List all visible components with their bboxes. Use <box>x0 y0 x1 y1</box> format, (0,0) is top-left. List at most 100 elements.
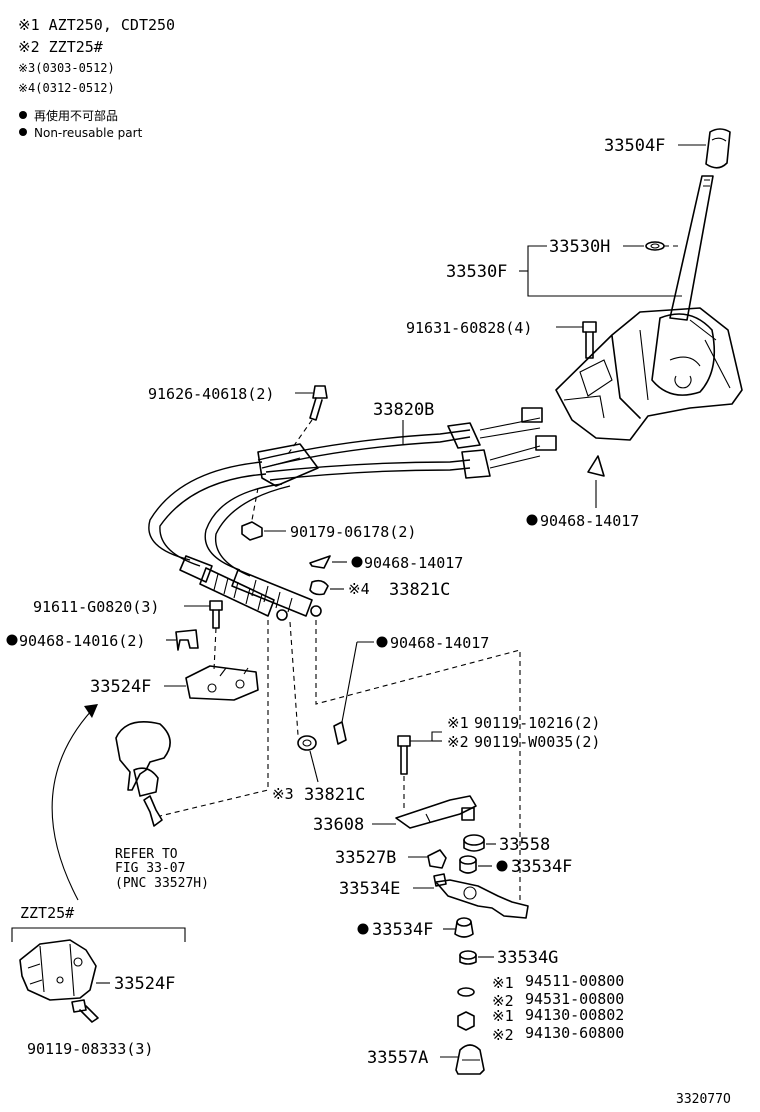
bracket-33524F-drawing <box>185 665 259 701</box>
label-33504F: 33504F <box>604 136 665 156</box>
figure-id: 332077O <box>676 1092 731 1107</box>
mark-2c: ※2 <box>492 1026 514 1044</box>
label-90468-c: 90468-14016(2) <box>19 632 145 650</box>
bolt-91611-drawing <box>209 600 223 629</box>
nut-94130-drawing <box>457 1011 475 1031</box>
note-2: ※2 ZZT25# <box>18 38 103 56</box>
washer-drawing <box>457 987 475 997</box>
label-33530F: 33530F <box>446 262 507 282</box>
leader-line <box>341 641 358 723</box>
mark-1a: ※1 <box>447 714 469 732</box>
assembly-dash <box>213 627 217 671</box>
legend-en: Non-reusable part <box>34 126 143 140</box>
reference-part-33527H-drawing <box>115 721 171 827</box>
non-reusable-dot-icon <box>496 860 508 872</box>
boot-33557A-drawing <box>455 1044 485 1075</box>
non-reusable-dot-icon <box>351 556 363 568</box>
label-91626: 91626-40618(2) <box>148 385 274 403</box>
clip-90468-mid-drawing <box>309 555 331 569</box>
label-33608: 33608 <box>313 815 364 835</box>
clip-90468-drawing <box>587 455 605 477</box>
bushing-33530H-drawing <box>645 241 665 251</box>
label-33821C-a: 33821C <box>389 580 450 600</box>
label-94531: 94531-00800 <box>525 990 624 1008</box>
label-33557A: 33557A <box>367 1048 428 1068</box>
nut-90179-drawing <box>241 521 263 541</box>
label-90468-d: 90468-14017 <box>390 634 489 652</box>
label-33820B: 33820B <box>373 400 434 420</box>
label-90468-b: 90468-14017 <box>364 554 463 572</box>
leader-line <box>309 750 319 783</box>
label-33534G: 33534G <box>497 948 558 968</box>
legend-dot-icon <box>19 128 27 136</box>
label-90468-a: 90468-14017 <box>540 512 639 530</box>
shift-knob-drawing <box>705 128 731 169</box>
leader-dash <box>287 419 313 455</box>
non-reusable-dot-icon <box>376 636 388 648</box>
note-3: ※3(0303-0512) <box>18 61 115 75</box>
non-reusable-dot-icon <box>357 923 369 935</box>
label-33524F-b: 33524F <box>114 974 175 994</box>
zzt-arrow <box>51 709 93 901</box>
note-1: ※1 AZT250, CDT250 <box>18 16 175 34</box>
mark-2b: ※2 <box>492 992 514 1010</box>
inset-bracket <box>11 927 186 942</box>
bushing-33534F-lower-drawing <box>454 917 474 938</box>
label-33534F-b: 33534F <box>372 920 433 940</box>
legend-dot-icon <box>19 111 27 119</box>
label-90119-b: 90119-W0035(2) <box>474 733 600 751</box>
label-94130-b: 94130-60800 <box>525 1024 624 1042</box>
label-90119-c: 90119-08333(3) <box>27 1040 153 1058</box>
shift-lever-drawing <box>669 175 714 321</box>
mark-1c: ※1 <box>492 1007 514 1025</box>
mark-1b: ※1 <box>492 974 514 992</box>
ref-line-2: FIG 33-07 <box>115 861 185 876</box>
lever-33534E-drawing <box>433 873 529 919</box>
inset-title: ZZT25# <box>20 904 74 922</box>
assembly-dash <box>289 621 299 736</box>
label-33534F-a: 33534F <box>511 857 572 877</box>
label-33821C-b: 33821C <box>304 785 365 805</box>
bolt-90119-zzt-drawing <box>71 999 99 1023</box>
non-reusable-dot-icon <box>526 514 538 526</box>
label-90179: 90179-06178(2) <box>290 523 416 541</box>
mark-2a: ※2 <box>447 733 469 751</box>
assembly-dash <box>315 620 521 900</box>
label-94511: 94511-00800 <box>525 972 624 990</box>
part-33534G-drawing <box>459 950 477 965</box>
label-91631: 91631-60828(4) <box>406 319 532 337</box>
assembly-dash <box>159 620 269 817</box>
label-33524F-a: 33524F <box>90 677 151 697</box>
leader-line <box>410 731 442 742</box>
part-33527B-drawing <box>427 849 447 869</box>
bolt-90119-drawing <box>397 735 411 775</box>
label-33558: 33558 <box>499 835 550 855</box>
bolt-91626-drawing <box>309 385 328 421</box>
bushing-33558-drawing <box>463 834 485 852</box>
legend-jp: 再使用不可部品 <box>34 108 118 123</box>
clip-90468-14016-drawing <box>175 629 199 651</box>
clip-90468-lower-drawing <box>333 721 347 745</box>
bushing-33534F-drawing <box>459 855 477 874</box>
control-cable-drawing <box>148 407 557 621</box>
ref-line-3: (PNC 33527H) <box>115 876 209 891</box>
shift-lever-housing-drawing <box>555 307 743 441</box>
mark-3: ※3 <box>272 785 294 803</box>
note-4: ※4(0312-0512) <box>18 81 115 95</box>
label-33530H: 33530H <box>549 237 610 257</box>
label-94130-a: 94130-00802 <box>525 1006 624 1024</box>
arrow-head-icon <box>84 704 98 718</box>
ref-line-1: REFER TO <box>115 847 178 862</box>
bushing-33821C-lower-drawing <box>297 735 317 751</box>
bracket-33524F-zzt-drawing <box>19 939 97 1001</box>
label-33527B: 33527B <box>335 848 396 868</box>
label-91611: 91611-G0820(3) <box>33 598 159 616</box>
label-33534E: 33534E <box>339 879 400 899</box>
label-90119-a: 90119-10216(2) <box>474 714 600 732</box>
bushing-33821C-drawing <box>309 579 329 596</box>
leader-dash <box>251 487 259 521</box>
lever-33608-drawing <box>395 795 477 829</box>
non-reusable-dot-icon <box>6 634 18 646</box>
mark-4: ※4 <box>348 580 370 598</box>
